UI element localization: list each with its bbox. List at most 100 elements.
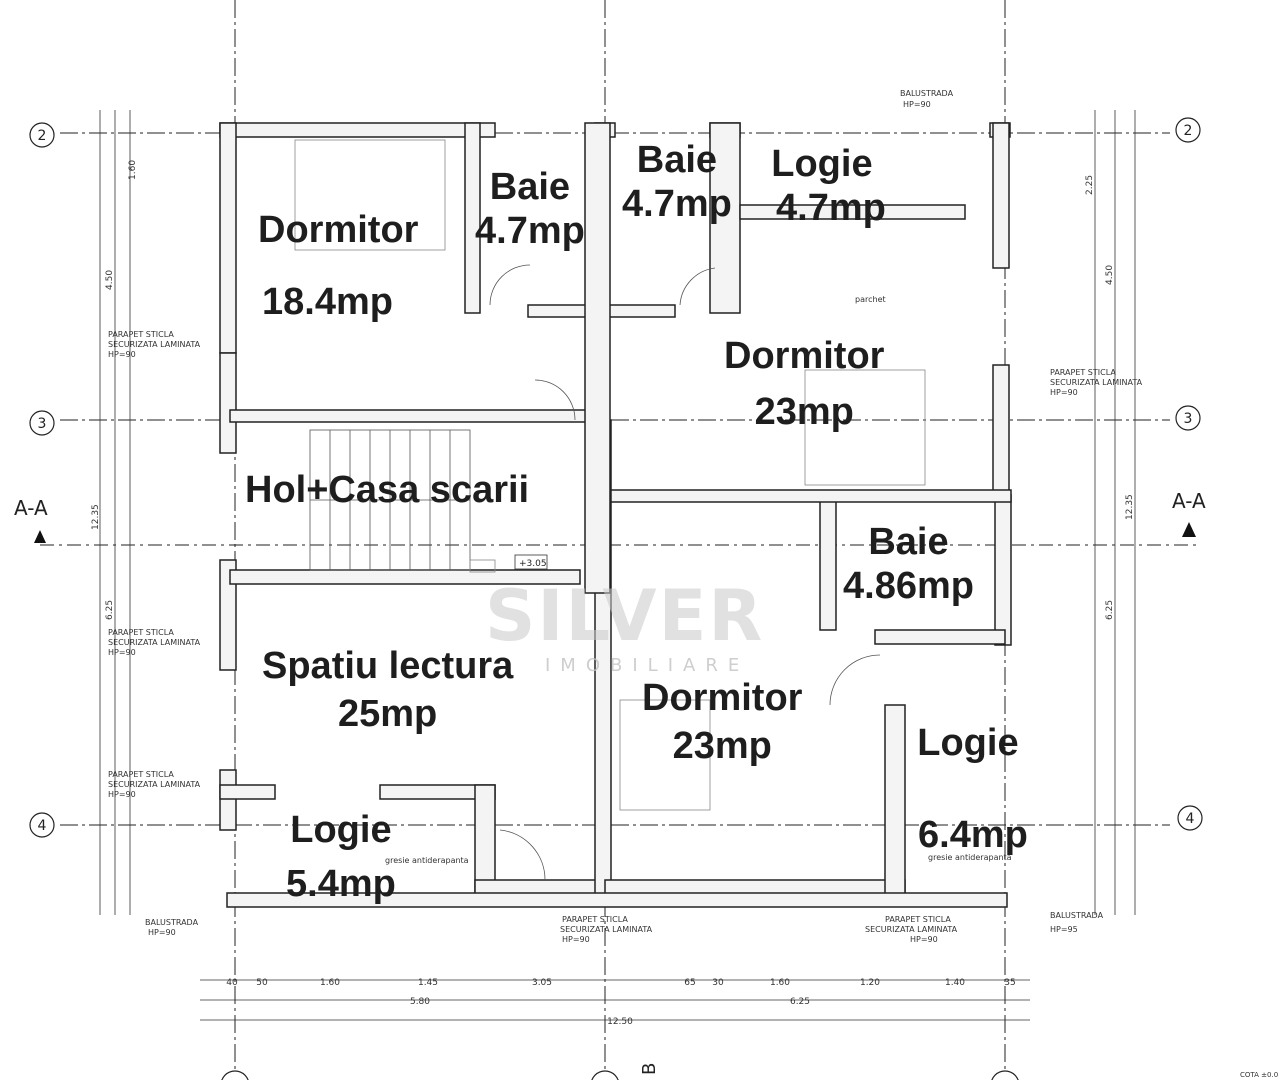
- side-dim-lower-right: 6.25: [1105, 600, 1115, 620]
- section-label-left: A-A: [14, 496, 48, 520]
- bottom-axis-bubbles: [221, 1070, 1019, 1080]
- axis-label-2-right: 2: [1184, 123, 1193, 139]
- room-hol: Hol+Casa scarii: [245, 468, 529, 512]
- bottom-dim-9: 1.40: [945, 978, 965, 988]
- room-area: 4.86mp: [843, 565, 974, 607]
- bottom-total-2: 12.50: [607, 1017, 633, 1027]
- room-spatiu-lectura: Spatiu lectura 25mp: [262, 644, 513, 736]
- note-balustrada-bottom-right: BALUSTRADA: [1050, 911, 1104, 920]
- section-label-right: A-A: [1172, 489, 1206, 513]
- room-dormitor-1: Dormitor 18.4mp: [258, 208, 418, 324]
- room-area: 4.7mp: [475, 210, 585, 252]
- note-gresie-right: gresie antiderapanta: [928, 853, 1012, 862]
- side-dim-b: 1.60: [128, 160, 138, 180]
- note-parapet-bottom2-2: SECURIZATA LAMINATA: [865, 925, 958, 934]
- note-parapet-left3-1: PARAPET STICLA: [108, 770, 174, 779]
- bottom-dim-1: 50: [256, 978, 268, 988]
- room-name: Baie: [636, 139, 718, 181]
- dimension-lines-left: [99, 110, 1136, 915]
- note-balustrada-bottom-right-hp: HP=95: [1050, 925, 1078, 934]
- room-area: 4.7mp: [622, 183, 732, 225]
- watermark-tagline: IMOBILIARE: [545, 655, 750, 676]
- side-dim-upper-left: 4.50: [105, 270, 115, 290]
- room-name: Hol+Casa scarii: [245, 469, 530, 511]
- note-balustrada-top-hp: HP=90: [903, 100, 931, 109]
- bottom-dim-4: 3.05: [532, 978, 552, 988]
- side-dim-total-left: 12.35: [91, 504, 101, 530]
- room-area: 25mp: [338, 693, 438, 735]
- note-parapet-bottom-hp: HP=90: [562, 935, 590, 944]
- axis-label-4-right: 4: [1186, 811, 1195, 827]
- side-dim-upper-right: 4.50: [1105, 265, 1115, 285]
- level-box: [514, 554, 548, 570]
- room-area: 18.4mp: [262, 281, 393, 323]
- axis-bubbles: [29, 117, 1203, 838]
- note-parapet-left-hp: HP=90: [108, 350, 136, 359]
- watermark-logo: SILVER: [485, 575, 765, 657]
- side-dim-total-right: 12.35: [1125, 494, 1135, 520]
- bottom-dim-5: 65: [684, 978, 695, 988]
- section-label-bottom: B: [639, 1063, 660, 1075]
- room-area: 23mp: [754, 391, 854, 433]
- bottom-total-1: 6.25: [790, 997, 810, 1007]
- bottom-dim-2: 1.60: [320, 978, 340, 988]
- note-parapet-left3-hp: HP=90: [108, 790, 136, 799]
- walls: [219, 122, 1012, 908]
- note-parapet-bottom2-hp: HP=90: [910, 935, 938, 944]
- level-text: +3.05: [519, 559, 547, 569]
- note-parapet-bottom2-1: PARAPET STICLA: [885, 915, 951, 924]
- note-parapet-left-1: PARAPET STICLA: [108, 330, 174, 339]
- bottom-dim-6: 30: [712, 978, 724, 988]
- note-parapet-right-2: SECURIZATA LAMINATA: [1050, 378, 1143, 387]
- bottom-dim-3: 1.45: [418, 978, 438, 988]
- note-parapet-left2-1: PARAPET STICLA: [108, 628, 174, 637]
- room-logie-3: Logie 5.4mp: [286, 808, 396, 906]
- room-name: Dormitor: [724, 335, 885, 377]
- room-area: 23mp: [672, 725, 772, 767]
- note-parapet-left2-hp: HP=90: [108, 648, 136, 657]
- furniture: [294, 139, 926, 811]
- note-parapet-left2-2: SECURIZATA LAMINATA: [108, 638, 201, 647]
- room-name: Dormitor: [258, 209, 419, 251]
- room-baie-2: Baie 4.7mp: [622, 138, 732, 226]
- room-name: Logie: [771, 143, 873, 185]
- room-dormitor-3: Dormitor 23mp: [642, 676, 802, 768]
- bottom-total-0: 5.80: [410, 997, 430, 1007]
- note-balustrada-bottom-left-hp: HP=90: [148, 928, 176, 937]
- room-baie-1: Baie 4.7mp: [475, 165, 585, 253]
- room-name: Baie: [868, 521, 949, 563]
- room-baie-3: Baie 4.86mp: [843, 520, 974, 608]
- section-marker-left: A-A: [14, 496, 48, 543]
- note-parapet-right-hp: HP=90: [1050, 388, 1078, 397]
- cota-note: COTA ±0.00 A: [1240, 1071, 1278, 1079]
- bottom-dim-0: 40: [226, 978, 238, 988]
- door-swings: [489, 264, 881, 881]
- staircase: [309, 429, 471, 571]
- note-parapet-left3-2: SECURIZATA LAMINATA: [108, 780, 201, 789]
- room-name: Spatiu lectura: [262, 645, 514, 687]
- note-parapet-bottom-2: SECURIZATA LAMINATA: [560, 925, 653, 934]
- note-parapet-right-1: PARAPET STICLA: [1050, 368, 1116, 377]
- note-balustrada-top: BALUSTRADA: [900, 89, 954, 98]
- axis-label-3-left: 3: [38, 416, 47, 432]
- room-name: Logie: [917, 722, 1019, 764]
- note-gresie-left: gresie antiderapanta: [385, 856, 469, 865]
- axis-label-2-left: 2: [38, 128, 47, 144]
- room-logie-2: Logie 6.4mp: [908, 721, 1028, 857]
- axis-label-3-right: 3: [1184, 411, 1193, 427]
- side-dim-a: 2.25: [1085, 175, 1095, 195]
- section-marker-right: A-A: [1172, 489, 1206, 537]
- note-parapet-bottom-1: PARAPET STICLA: [562, 915, 628, 924]
- room-dormitor-2: Dormitor 23mp: [724, 334, 884, 434]
- bottom-dim-8: 1.20: [860, 978, 880, 988]
- bottom-dimension-lines: [200, 979, 1030, 1021]
- bottom-dim-10: 35: [1004, 978, 1015, 988]
- room-name: Dormitor: [642, 677, 803, 719]
- side-dim-lower-left: 6.25: [105, 600, 115, 620]
- room-name: Baie: [489, 166, 571, 208]
- room-area: 4.7mp: [776, 187, 886, 229]
- room-name: Logie: [290, 809, 392, 851]
- room-area: 5.4mp: [286, 863, 396, 905]
- bottom-dim-7: 1.60: [770, 978, 790, 988]
